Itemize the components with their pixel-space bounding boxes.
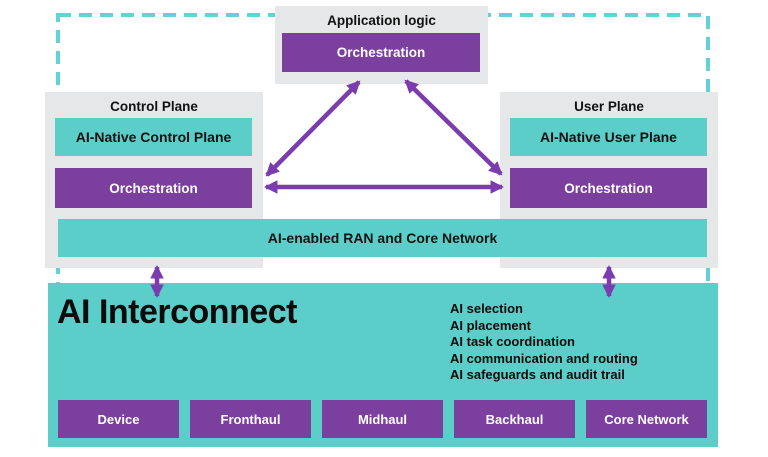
user-orchestration-box: Orchestration: [510, 168, 707, 208]
ai-native-user-plane-box: AI-Native User Plane: [510, 118, 707, 156]
ran-core-network-box: AI-enabled RAN and Core Network: [58, 219, 707, 257]
feature-item: AI placement: [450, 317, 531, 333]
feature-item: AI selection: [450, 301, 523, 316]
segment-midhaul: Midhaul: [322, 400, 443, 438]
arrow-app-to-user-icon: [404, 79, 503, 176]
user-plane-title: User Plane: [574, 99, 644, 114]
ai-interconnect-box: AI Interconnect AI selection AI placemen…: [48, 283, 718, 447]
feature-item: AI task coordination: [450, 334, 575, 349]
application-logic-title: Application logic: [327, 13, 436, 28]
segment-core-network: Core Network: [586, 400, 707, 438]
ai-interconnect-title: AI Interconnect: [57, 293, 297, 331]
segment-backhaul: Backhaul: [454, 400, 575, 438]
feature-item: AI communication and routing: [450, 350, 638, 366]
application-logic-panel: Application logic Orchestration: [275, 6, 488, 84]
ai-interconnect-feature-list: AI selection AI placement AI task coordi…: [450, 301, 638, 384]
transport-segment-row: Device Fronthaul Midhaul Backhaul Core N…: [58, 400, 707, 438]
application-orchestration-box: Orchestration: [282, 33, 480, 72]
control-plane-title: Control Plane: [110, 99, 198, 114]
ai-native-control-plane-box: AI-Native Control Plane: [55, 118, 252, 156]
feature-item: AI safeguards and audit trail: [450, 367, 625, 382]
control-orchestration-box: Orchestration: [55, 168, 252, 208]
arrow-app-to-control-icon: [265, 80, 361, 177]
segment-device: Device: [58, 400, 179, 438]
segment-fronthaul: Fronthaul: [190, 400, 311, 438]
